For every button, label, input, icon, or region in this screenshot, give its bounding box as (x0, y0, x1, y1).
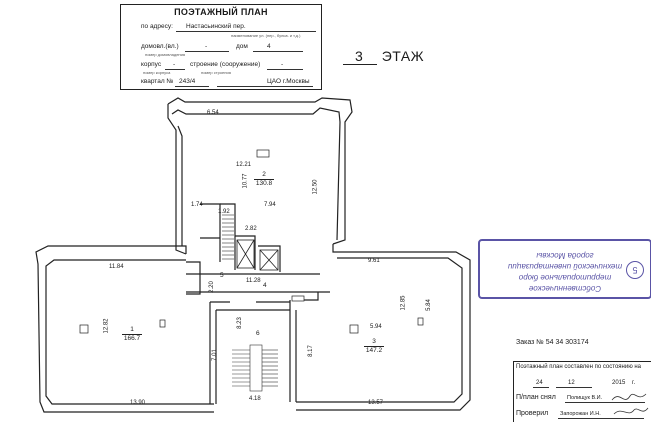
plan-taken-label: П/план снял (516, 394, 556, 401)
room-5-number: 5 (220, 272, 224, 279)
dim-bottom-right: 13.57 (368, 400, 384, 406)
room-1-number: 1 (130, 326, 134, 333)
address-hint: наименование ул. (пер., бульв. и т.д.) (231, 33, 301, 38)
dim-corridor-h: 2.20 (208, 281, 215, 293)
dim-room2-width: 12.21 (236, 162, 252, 168)
address-value: Настасьинский пер. (186, 23, 246, 30)
address-label: по адресу: (141, 23, 173, 30)
dim-room3-right: 5.84 (425, 299, 432, 311)
dim-corridor-len: 11.28 (246, 278, 261, 284)
dom-label: дом (236, 43, 248, 50)
stamp-title: ПОЭТАЖНЫЙ ПЛАН (174, 7, 268, 17)
house-value: - (205, 43, 208, 50)
building-value: - (281, 61, 284, 68)
fixtures (79, 149, 424, 334)
quarter-label: квартал № (141, 78, 174, 85)
stamp-line-4: города Москвы (536, 251, 594, 260)
quarter-value: 243/4 (179, 78, 196, 85)
floor-text: ЭТАЖ (381, 48, 425, 64)
dom-line (253, 43, 303, 52)
house-label: домовл.(вл.) (141, 43, 179, 50)
korpus-hint: номер корпуса (143, 70, 171, 75)
address-line (176, 23, 316, 32)
dim-room6-h: 8.23 (236, 317, 243, 329)
plan-taken-line (565, 395, 645, 403)
dim-room2-left: 1.74 (191, 202, 203, 208)
order-block: Заказ № 54 34 303174 (516, 339, 589, 346)
dim-room3-h: 12.85 (400, 295, 407, 311)
date-year: 2015 (612, 380, 626, 386)
room-2-label: 2 130.8 (254, 171, 274, 188)
building-label: строение (сооружение) (190, 61, 261, 68)
dim-bottom-left: 13.90 (130, 400, 146, 406)
date-year-suffix: г. (632, 380, 636, 386)
dim-room1-h: 12.82 (103, 318, 110, 334)
district-value: ЦАО г.Москвы (267, 78, 310, 85)
floor-number: 3 (343, 48, 378, 65)
dim-room3-w: 5.94 (370, 324, 382, 330)
dim-right-wing: 9.61 (368, 258, 380, 264)
dim-room-right-h: 8.17 (307, 345, 314, 357)
date-month: 12 (568, 380, 575, 386)
stamp-circle-number: 5 (626, 261, 644, 279)
dom-value: 4 (267, 43, 271, 50)
signature-mark (611, 393, 649, 415)
building-line (267, 61, 303, 70)
dim-room2-height: 10.77 (242, 173, 249, 189)
room-3-number: 3 (372, 338, 376, 345)
room-1-label: 1 166.7 (122, 326, 142, 343)
date-day: 24 (536, 380, 543, 386)
stamp-line-3: технической инвентаризации (507, 262, 623, 271)
dim-room7-h: 7.01 (211, 349, 218, 361)
compiled-text: Поэтажный план составлен по состоянию на (516, 364, 642, 370)
district-line (217, 78, 313, 87)
dim-corridor-upper: 2.82 (245, 226, 257, 232)
room-1-area: 166.7 (122, 334, 142, 342)
room-3-label: 3 147.2 (364, 338, 384, 355)
dim-top-width: 6.54 (207, 110, 219, 116)
floor-label: 3 ЭТАЖ (343, 48, 424, 65)
order-label: Заказ № (516, 339, 544, 346)
korpus-label: корпус (141, 61, 162, 68)
plan-taken-name: Полищук В.И. (567, 395, 603, 401)
room-6-number: 6 (256, 330, 260, 337)
dim-room2-mid: 7.94 (264, 202, 276, 208)
date-day-line (533, 380, 549, 388)
outer-walls (35, 97, 471, 413)
dim-room2-right: 12.50 (312, 179, 319, 195)
checked-name: Запорожан И.Н. (560, 411, 601, 417)
stamp-line-2: территориальное бюро (518, 273, 612, 282)
building-hint: номер строения (201, 70, 231, 75)
room-3-area: 147.2 (364, 346, 384, 354)
inventory-stamp: Собственническое территориальное бюро те… (478, 239, 651, 299)
korpus-line (165, 61, 185, 70)
quarter-line (175, 78, 209, 87)
compile-box (513, 361, 651, 422)
elevators (236, 239, 279, 271)
dim-bottom-mid: 4.18 (249, 396, 261, 402)
title-stamp: ПОЭТАЖНЫЙ ПЛАН по адресу: Настасьинский … (120, 4, 322, 90)
stairs (222, 214, 278, 392)
dim-left-wing: 11.84 (109, 264, 124, 270)
checked-line (558, 411, 644, 419)
room-2-area: 130.8 (254, 179, 274, 187)
room-4-number: 4 (263, 282, 267, 289)
house-hint: номер домовладения (145, 52, 186, 57)
room-2-number: 2 (262, 171, 266, 178)
date-month-line (556, 380, 592, 388)
checked-label: Проверил (516, 410, 549, 417)
order-value: 54 34 303174 (545, 339, 589, 346)
house-line (185, 43, 229, 52)
stamp-line-1: Собственническое (528, 284, 602, 293)
korpus-value: - (173, 61, 176, 68)
dim-stair-top: 1.92 (218, 209, 230, 215)
